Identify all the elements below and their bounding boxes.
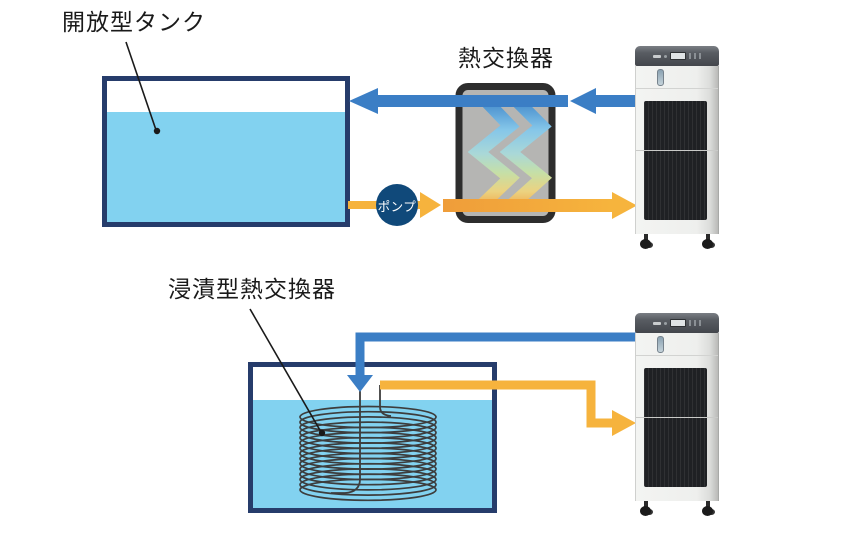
open-tank-label: 開放型タンク: [62, 10, 206, 36]
open-tank-outline: [102, 76, 350, 227]
warm-pipe-coil-to-chiller: [380, 380, 612, 428]
chiller-unit-top: [635, 46, 719, 249]
chiller-grille: [644, 368, 707, 487]
panel-buttons-icon: [689, 320, 701, 326]
cold-pipe-hx-to-tank: [378, 95, 568, 107]
leader-immersion: [249, 308, 326, 437]
warm-pipe-hx-to-chiller: [443, 199, 612, 212]
panel-pill-icon: [653, 321, 661, 325]
caster-wheel-icon: [640, 234, 652, 249]
leader-dot: [318, 429, 326, 437]
cabinet-seam: [636, 355, 718, 356]
open-tank: [102, 76, 350, 227]
panel-buttons-icon: [689, 53, 701, 59]
heat-exchanger-label: 熱交換器: [458, 46, 554, 72]
leader-open-tank: [125, 41, 161, 135]
pipe-cold-bottom: [347, 332, 636, 392]
panel-pill-icon: [653, 54, 661, 58]
chiller-control-panel: [635, 46, 719, 66]
level-gauge-window: [657, 69, 664, 86]
level-gauge-window: [657, 336, 664, 353]
panel-display: [670, 52, 686, 60]
cold-pipe-chiller-to-coil: [355, 332, 636, 375]
immersion-heat-exchanger-label: 浸漬型熱交換器: [168, 277, 336, 303]
hx-zigzag-left: [467, 97, 520, 209]
chiller-control-panel: [635, 313, 719, 333]
cold-arrow-into-tank-icon: [349, 88, 378, 114]
cold-arrow-into-hx-icon: [570, 88, 596, 114]
hx-zigzag-right: [499, 97, 553, 209]
caster-wheel-icon: [702, 234, 714, 249]
warm-arrow-into-hx-icon: [420, 192, 441, 218]
panel-display: [670, 319, 686, 327]
chiller-cabinet: [635, 66, 719, 234]
panel-dot-icon: [664, 54, 667, 58]
panel-dot-icon: [664, 321, 667, 325]
cold-pipe-chiller-to-hx: [596, 95, 636, 107]
caster-row: [635, 234, 719, 249]
pipe-cold-top: [349, 88, 636, 114]
pump-label: ポンプ: [377, 198, 417, 214]
cabinet-seam: [636, 150, 718, 151]
cabinet-seam: [636, 88, 718, 89]
immersion-coil: [299, 405, 437, 502]
immersion-tank-outline: [248, 362, 497, 513]
caster-row: [635, 501, 719, 516]
warm-arrow-into-chiller-icon: [612, 410, 636, 436]
caster-wheel-icon: [702, 501, 714, 516]
open-tank-water: [107, 112, 347, 222]
heat-exchanger: [455, 83, 556, 223]
chiller-grille: [644, 101, 707, 220]
caster-wheel-icon: [640, 501, 652, 516]
chiller-cabinet: [635, 333, 719, 501]
pipe-warm-bottom: [380, 380, 636, 436]
warm-arrow-into-chiller-icon: [612, 192, 637, 219]
cold-arrow-down-icon: [347, 375, 373, 392]
leader-dot: [153, 127, 161, 135]
cabinet-seam: [636, 417, 718, 418]
coil-outlet-tube: [379, 385, 392, 417]
coil-inlet-tube: [331, 391, 361, 494]
pump-badge: ポンプ: [376, 184, 418, 226]
chiller-unit-bottom: [635, 313, 719, 516]
